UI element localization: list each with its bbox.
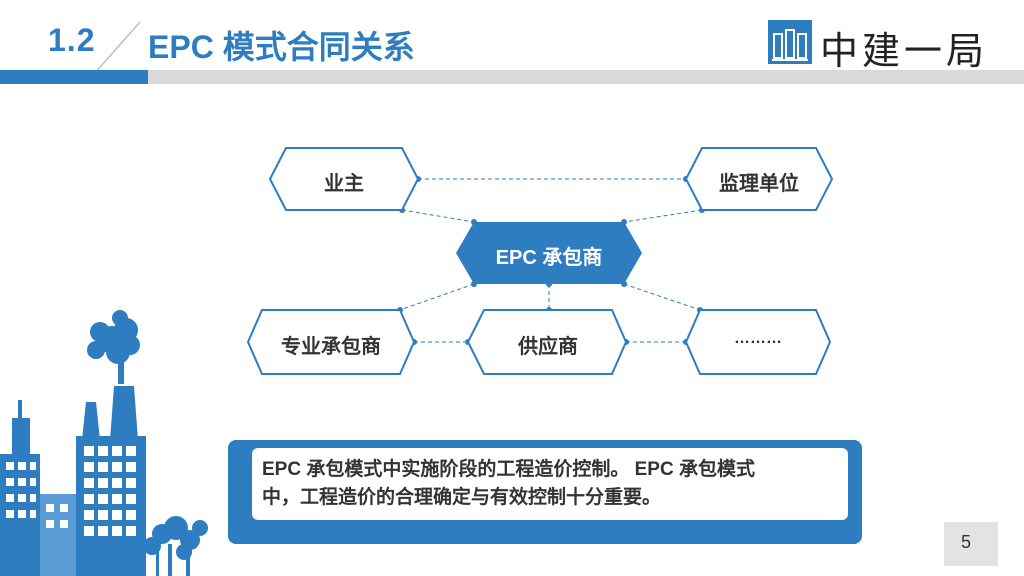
header-bar — [100, 70, 1024, 84]
node-specialty-contractor: 专业承包商 — [281, 336, 381, 358]
connector-epc-others — [623, 283, 701, 311]
node-others-shape — [684, 309, 832, 375]
city-illustration — [0, 310, 208, 576]
header-divider — [93, 21, 141, 75]
header-accent-bar — [0, 70, 148, 84]
node-supervisor: 监理单位 — [719, 173, 799, 195]
company-name: 中建一局 — [820, 29, 989, 73]
node-specialty-shape — [246, 309, 416, 375]
connector-supervisor-epc — [623, 209, 703, 223]
connector-owner-epc — [401, 209, 475, 223]
page-number: 5 — [960, 532, 971, 552]
connector-epc-specialty — [399, 283, 475, 311]
node-supplier-shape — [466, 309, 628, 375]
note-panel — [252, 448, 848, 520]
section-number: 1.2 — [48, 22, 96, 58]
note-line-2: 中，工程造价的合理确定与有效控制十分重要。 — [262, 487, 662, 508]
page-number-box — [944, 522, 998, 566]
node-owner: 业主 — [324, 173, 364, 195]
building-windows — [6, 446, 136, 536]
company-logo-icon — [768, 20, 812, 64]
node-supervisor-shape — [684, 147, 834, 211]
note-text: EPC 承包模式中实施阶段的工程造价控制。 EPC 承包模式 中，工程造价的合理… — [262, 456, 842, 512]
node-others: ……… — [734, 330, 782, 347]
page-title: EPC 模式合同关系 — [148, 29, 415, 65]
node-epc-contractor: EPC 承包商 — [495, 247, 603, 269]
node-epc-shape — [456, 222, 642, 284]
note-line-1: EPC 承包模式中实施阶段的工程造价控制。 EPC 承包模式 — [262, 459, 755, 480]
node-owner-shape — [268, 147, 420, 211]
node-supplier: 供应商 — [518, 336, 578, 358]
